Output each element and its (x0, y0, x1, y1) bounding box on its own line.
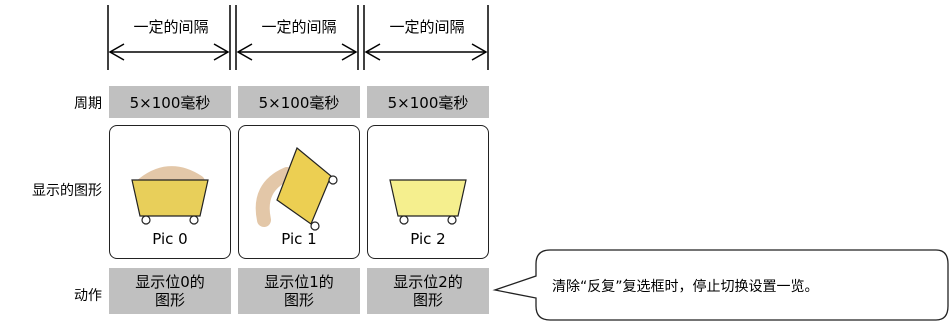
action-cell-2-line2: 图形 (412, 291, 443, 309)
cart-icon-2 (389, 179, 467, 225)
picture-card-1: Pic 1 (238, 125, 360, 259)
period-cell-2: 5×100毫秒 (367, 86, 489, 118)
action-cell-0-line2: 图形 (154, 291, 185, 309)
callout-bubble (492, 249, 949, 321)
cart-icon-1 (255, 147, 338, 231)
cart-icon-0 (131, 166, 209, 225)
action-cell-2-line1: 显示位2的 (393, 273, 463, 291)
row-label-period: 周期 (74, 96, 102, 112)
period-cell-1: 5×100毫秒 (238, 86, 360, 118)
picture-label-0: Pic 0 (152, 230, 188, 248)
action-cell-2: 显示位2的 图形 (367, 268, 489, 314)
action-cell-1-line2: 图形 (283, 291, 314, 309)
picture-label-2: Pic 2 (410, 230, 446, 248)
interval-label-0: 一定的间隔 (133, 18, 209, 36)
interval-label-1: 一定的间隔 (261, 18, 337, 36)
interval-label-2: 一定的间隔 (389, 18, 465, 36)
row-label-shape: 显示的图形 (32, 183, 102, 199)
action-cell-1: 显示位1的 图形 (238, 268, 360, 314)
callout-text: 清除“反复”复选框时，停止切换设置一览。 (552, 279, 819, 295)
picture-card-2: Pic 2 (367, 125, 489, 259)
period-cell-0: 5×100毫秒 (109, 86, 231, 118)
interval-arrows (107, 5, 489, 70)
row-label-action: 动作 (74, 288, 102, 304)
action-cell-1-line1: 显示位1的 (264, 273, 334, 291)
action-cell-0-line1: 显示位0的 (135, 273, 205, 291)
picture-label-1: Pic 1 (281, 230, 317, 248)
picture-card-0: Pic 0 (109, 125, 231, 259)
action-cell-0: 显示位0的 图形 (109, 268, 231, 314)
